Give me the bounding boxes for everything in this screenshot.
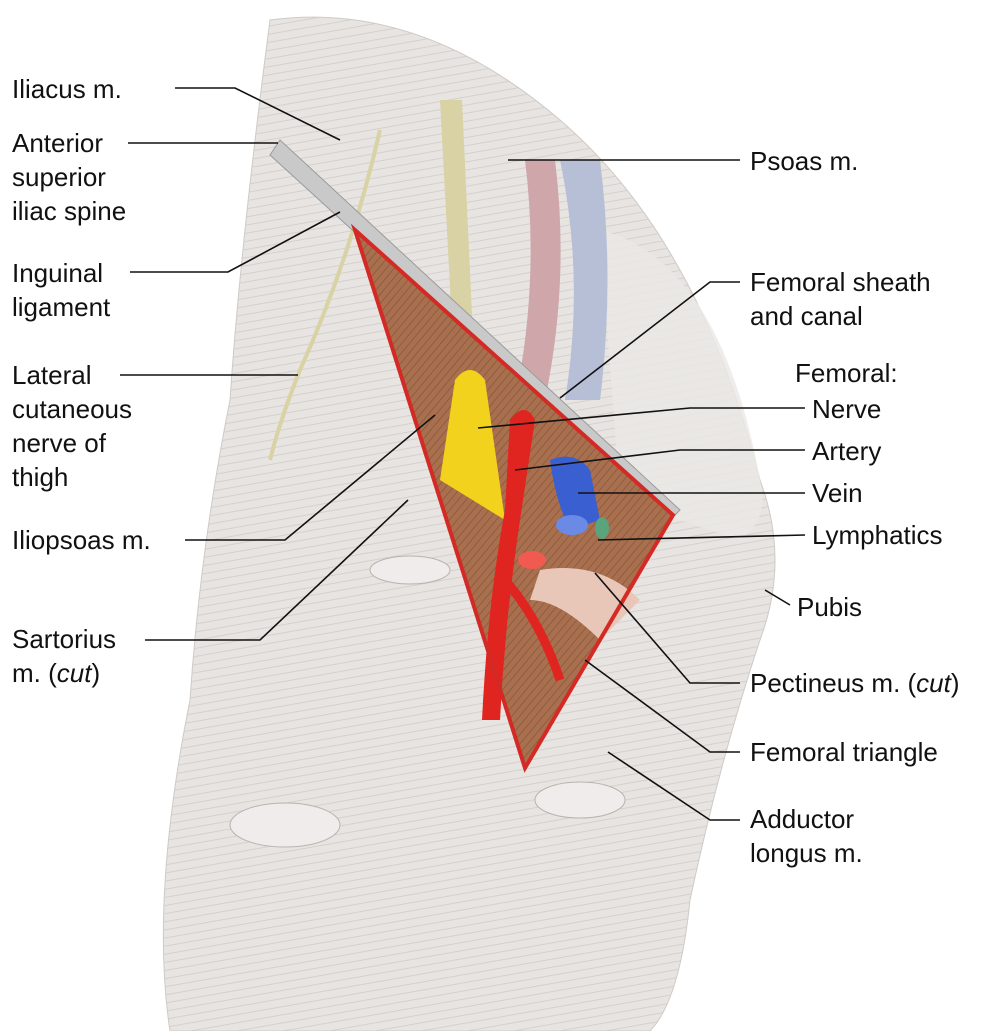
label-sartorius-line1: Sartorius xyxy=(12,624,117,654)
label-iliopsoas: Iliopsoas m. xyxy=(12,525,151,555)
femoral-artery-cut xyxy=(518,551,546,569)
label-lateral-cutaneous-nerve: Lateral cutaneous nerve of thigh xyxy=(12,358,132,494)
label-asis-line2: superior xyxy=(12,162,106,192)
external-iliac-artery xyxy=(515,160,561,400)
pubic-region xyxy=(600,230,763,540)
label-sartorius-cut: cut xyxy=(56,658,92,688)
label-inguinal-line1: Inguinal xyxy=(12,258,104,288)
lateral-cutaneous-nerve xyxy=(268,129,382,461)
label-lcn-line4: thigh xyxy=(12,462,69,492)
label-pectineus-close: ) xyxy=(950,668,960,698)
femoral-vein-cut xyxy=(556,515,588,535)
label-asis-line1: Anterior xyxy=(12,128,104,158)
sartorius-cut-end xyxy=(369,555,451,585)
label-iliacus: Iliacus m. xyxy=(12,74,122,104)
label-pectineus-cut: cut xyxy=(916,668,951,698)
femoral-artery xyxy=(482,410,535,720)
label-nerve: Nerve xyxy=(812,394,882,424)
label-sheath-line1: Femoral sheath xyxy=(750,267,931,297)
label-artery: Artery xyxy=(812,436,882,466)
label-femoral-heading: Femoral: xyxy=(795,358,898,388)
label-sartorius-line2: m. (cut) xyxy=(12,656,116,690)
label-adductor-line2: longus m. xyxy=(750,838,863,868)
leader-lines xyxy=(120,87,806,821)
label-adductor-longus: Adductor longus m. xyxy=(750,802,863,870)
label-pectineus: Pectineus m. (cut) xyxy=(750,666,960,700)
label-pectineus-text: Pectineus m. ( xyxy=(750,668,917,698)
label-vein: Vein xyxy=(812,478,863,508)
label-adductor-line1: Adductor xyxy=(750,804,855,834)
label-inguinal-line2: ligament xyxy=(12,292,111,322)
label-lcn-line2: cutaneous xyxy=(12,394,132,424)
label-sartorius: Sartorius m. (cut) xyxy=(12,622,116,690)
label-sartorius-text: m. ( xyxy=(12,658,57,688)
adductor-cut xyxy=(534,781,626,819)
lymphatics xyxy=(595,517,609,539)
femoral-nerve-upper xyxy=(440,100,475,380)
label-sheath-line2: and canal xyxy=(750,301,863,331)
label-femoral-sheath: Femoral sheath and canal xyxy=(750,265,931,333)
sartorius-distal-cut xyxy=(229,802,341,848)
label-asis-line3: iliac spine xyxy=(12,196,127,226)
label-psoas: Psoas m. xyxy=(750,146,859,176)
femoral-nerve xyxy=(440,370,505,520)
label-lcn-line3: nerve of xyxy=(12,428,106,458)
label-sartorius-close: ) xyxy=(91,658,101,688)
label-lcn-line1: Lateral xyxy=(12,360,92,390)
profunda-artery xyxy=(501,577,565,682)
label-femoral-triangle: Femoral triangle xyxy=(750,737,938,767)
label-inguinal-ligament: Inguinal ligament xyxy=(12,256,110,324)
label-pubis: Pubis xyxy=(797,592,863,622)
label-asis: Anterior superior iliac spine xyxy=(12,126,126,228)
femoral-triangle-outline xyxy=(350,223,676,773)
external-iliac-vein xyxy=(560,160,608,400)
femoral-vein xyxy=(550,456,600,530)
label-lymphatics: Lymphatics xyxy=(812,520,943,550)
